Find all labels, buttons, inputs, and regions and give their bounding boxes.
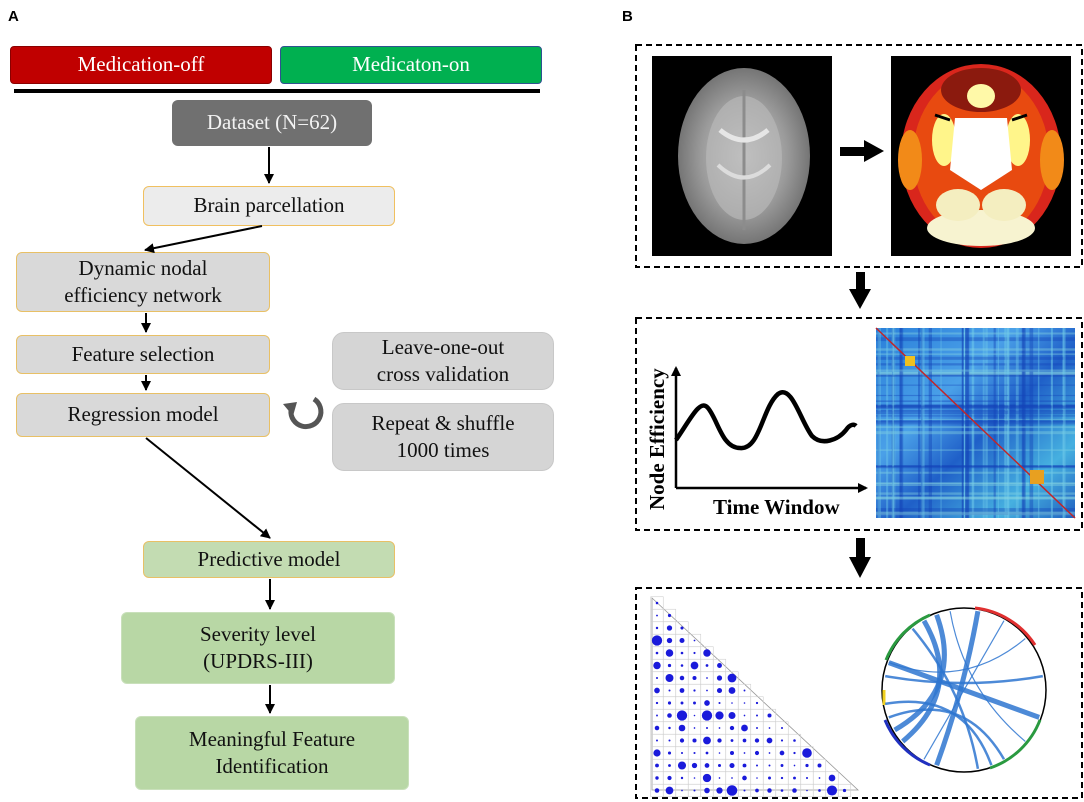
medication-on-label: Medicaton-on <box>280 46 542 84</box>
severity-level-line1: Severity level <box>199 621 317 646</box>
frame-efficiency <box>635 317 1083 531</box>
arrow-right-icon <box>840 140 884 162</box>
meaningful-feature-line1: Meaningful Feature <box>188 726 356 751</box>
regression-model-box: Regression model <box>16 393 270 437</box>
leave-one-out-line2: cross validation <box>376 362 510 386</box>
correlation-dot-matrix <box>650 596 860 798</box>
efficiency-curve <box>674 390 858 451</box>
severity-level-line2: (UPDRS-III) <box>203 649 313 673</box>
leave-one-out-line1: Leave-one-out <box>381 334 505 359</box>
mri-image <box>652 56 832 256</box>
repeat-shuffle-box: Repeat & shuffle 1000 times <box>332 403 554 471</box>
feature-selection-box: Feature selection <box>16 335 270 374</box>
panel-label-a: A <box>8 8 19 25</box>
chord-diagram <box>881 606 1047 773</box>
header-rule <box>14 89 540 93</box>
leave-one-out-box: Leave-one-out cross validation <box>332 332 554 390</box>
frame-results <box>635 587 1083 799</box>
brain-parcellation-box: Brain parcellation <box>143 186 395 226</box>
meaningful-feature-line2: Identification <box>215 754 329 778</box>
repeat-shuffle-line1: Repeat & shuffle <box>371 410 515 435</box>
frame-mri <box>635 44 1083 268</box>
node-efficiency-plot <box>671 366 868 493</box>
severity-level-box: Severity level (UPDRS-III) <box>121 612 395 684</box>
predictive-model-box: Predictive model <box>143 541 395 578</box>
arrow-down-icon-1 <box>849 272 871 309</box>
dataset-box: Dataset (N=62) <box>172 100 372 146</box>
plot-ylabel: Node Efficiency <box>645 368 669 510</box>
parcellation-image <box>891 56 1071 256</box>
dynamic-network-box: Dynamic nodal efficiency network <box>16 252 270 312</box>
medication-off-label: Medication-off <box>10 46 272 84</box>
repeat-shuffle-line2: 1000 times <box>396 438 490 462</box>
panel-label-b: B <box>622 8 633 25</box>
plot-xlabel: Time Window <box>713 495 840 519</box>
connectivity-matrix <box>875 327 1076 519</box>
dynamic-network-line1: Dynamic nodal <box>78 255 208 280</box>
meaningful-feature-box: Meaningful Feature Identification <box>135 716 409 790</box>
dynamic-network-line2: efficiency network <box>64 283 222 307</box>
arrow-down-icon-2 <box>849 538 871 578</box>
